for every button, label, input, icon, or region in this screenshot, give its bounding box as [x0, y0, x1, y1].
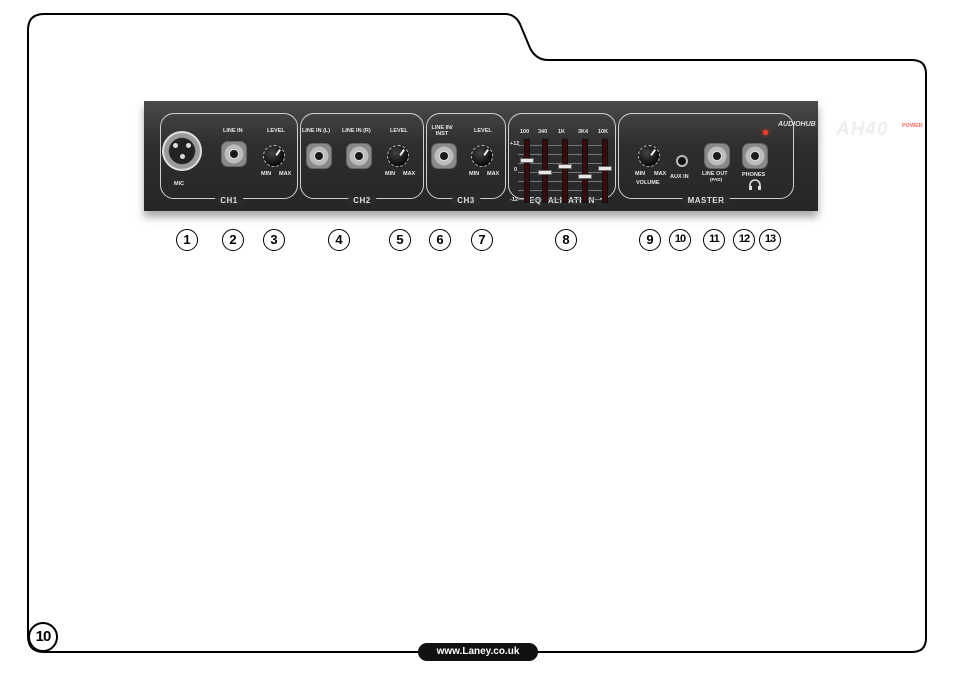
ch3-level-knob[interactable]: [471, 145, 493, 167]
callout-1: 1: [176, 229, 198, 251]
aux-in-label: AUX IN: [670, 174, 689, 180]
ch2-section: CH2: [300, 113, 424, 205]
callout-9: 9: [639, 229, 661, 251]
ch3-level-label: LEVEL: [474, 128, 492, 134]
eq-area: +12 0 -12 100 340 1K 3K4 10K: [510, 113, 612, 203]
master-section: MASTER: [618, 113, 794, 205]
footer-url[interactable]: www.Laney.co.uk: [418, 643, 538, 661]
line-out-jack[interactable]: [704, 143, 730, 169]
ch2-line-in-r-label: LINE IN (R): [342, 128, 371, 134]
line-out-label: LINE OUT: [702, 171, 728, 177]
callout-4: 4: [328, 229, 350, 251]
eq-band-label: 340: [538, 129, 548, 135]
ch1-line-in-jack[interactable]: [221, 141, 247, 167]
ch2-max-label: MAX: [403, 171, 416, 177]
eq-slider-3K4[interactable]: [578, 139, 592, 203]
line-out-sub-label: (PAD): [710, 177, 723, 182]
phones-label: PHONES: [742, 172, 766, 178]
aux-in-jack[interactable]: [676, 155, 688, 167]
xlr-pin: [173, 143, 178, 148]
ch3-line-inst-jack[interactable]: [431, 143, 457, 169]
ch3-line-inst-label: LINE IN/ INST: [431, 125, 453, 137]
callout-13: 13: [759, 229, 781, 251]
ch1-level-label: LEVEL: [267, 128, 285, 134]
brand-name: AH40: [836, 119, 889, 140]
eq-slider-1K[interactable]: [558, 139, 572, 203]
eq-band-label: 100: [520, 129, 530, 135]
callout-8: 8: [555, 229, 577, 251]
ch2-min-label: MIN: [385, 171, 396, 177]
eq-slider-100[interactable]: [520, 139, 534, 203]
eq-fader-cap[interactable]: [558, 164, 572, 169]
ch2-line-in-l-label: LINE IN (L): [302, 128, 331, 134]
callout-10: 10: [669, 229, 691, 251]
audiohub-logo: AUDIOHUB: [778, 121, 816, 128]
ch1-min-label: MIN: [261, 171, 272, 177]
master-label: MASTER: [682, 196, 730, 205]
ch2-line-in-r-jack[interactable]: [346, 143, 372, 169]
ch2-level-knob[interactable]: [387, 145, 409, 167]
callout-11: 11: [703, 229, 725, 251]
eq-scale-line: [518, 190, 604, 191]
eq-slider-10K[interactable]: [598, 139, 612, 203]
eq-scale-line: [518, 199, 604, 200]
eq-band-label: 10K: [598, 129, 609, 135]
eq-band-label: 3K4: [578, 129, 589, 135]
eq-fader-cap[interactable]: [578, 174, 592, 179]
ch3-section: CH3: [426, 113, 506, 205]
ch1-section: CH1: [160, 113, 298, 205]
power-led: [763, 130, 768, 135]
callout-7: 7: [471, 229, 493, 251]
ch2-line-in-l-jack[interactable]: [306, 143, 332, 169]
callout-5: 5: [389, 229, 411, 251]
power-label: POWER: [902, 123, 923, 129]
ch3-label: CH3: [452, 196, 480, 205]
eq-scale-line: [518, 172, 604, 173]
eq-scale-line: [518, 154, 604, 155]
ch1-level-knob[interactable]: [263, 145, 285, 167]
ch1-max-label: MAX: [279, 171, 292, 177]
ch1-label: CH1: [215, 196, 243, 205]
headphones-icon: [749, 179, 761, 190]
callout-2: 2: [222, 229, 244, 251]
mic-xlr-input[interactable]: [162, 131, 202, 171]
xlr-pin: [179, 154, 185, 159]
eq-plus-label: +12: [510, 141, 520, 147]
callout-6: 6: [429, 229, 451, 251]
page-number: 10: [28, 622, 58, 652]
master-max-label: MAX: [654, 171, 667, 177]
callout-3: 3: [263, 229, 285, 251]
callout-12: 12: [733, 229, 755, 251]
eq-minus-label: -12: [510, 197, 518, 203]
master-min-label: MIN: [635, 171, 646, 177]
eq-fader-cap[interactable]: [598, 166, 612, 171]
phones-jack[interactable]: [742, 143, 768, 169]
ch1-line-in-label: LINE IN: [223, 128, 243, 134]
ch2-label: CH2: [348, 196, 376, 205]
eq-fader-cap[interactable]: [538, 170, 552, 175]
eq-scale-line: [518, 181, 604, 182]
eq-fader-cap[interactable]: [520, 158, 534, 163]
ch2-level-label: LEVEL: [390, 128, 408, 134]
front-panel: CH1 MIC LINE IN LEVEL MIN MAX CH2 LINE I…: [144, 101, 923, 211]
eq-scale-line: [518, 163, 604, 164]
volume-label: VOLUME: [636, 180, 660, 186]
eq-zero-label: 0: [514, 167, 518, 173]
eq-band-label: 1K: [558, 129, 566, 135]
xlr-pin: [186, 143, 191, 148]
mic-label: MIC: [174, 181, 185, 187]
eq-slider-340[interactable]: [538, 139, 552, 203]
ch3-min-label: MIN: [469, 171, 480, 177]
master-volume-knob[interactable]: [638, 145, 660, 167]
eq-scale-line: [518, 145, 604, 146]
ch3-max-label: MAX: [487, 171, 500, 177]
